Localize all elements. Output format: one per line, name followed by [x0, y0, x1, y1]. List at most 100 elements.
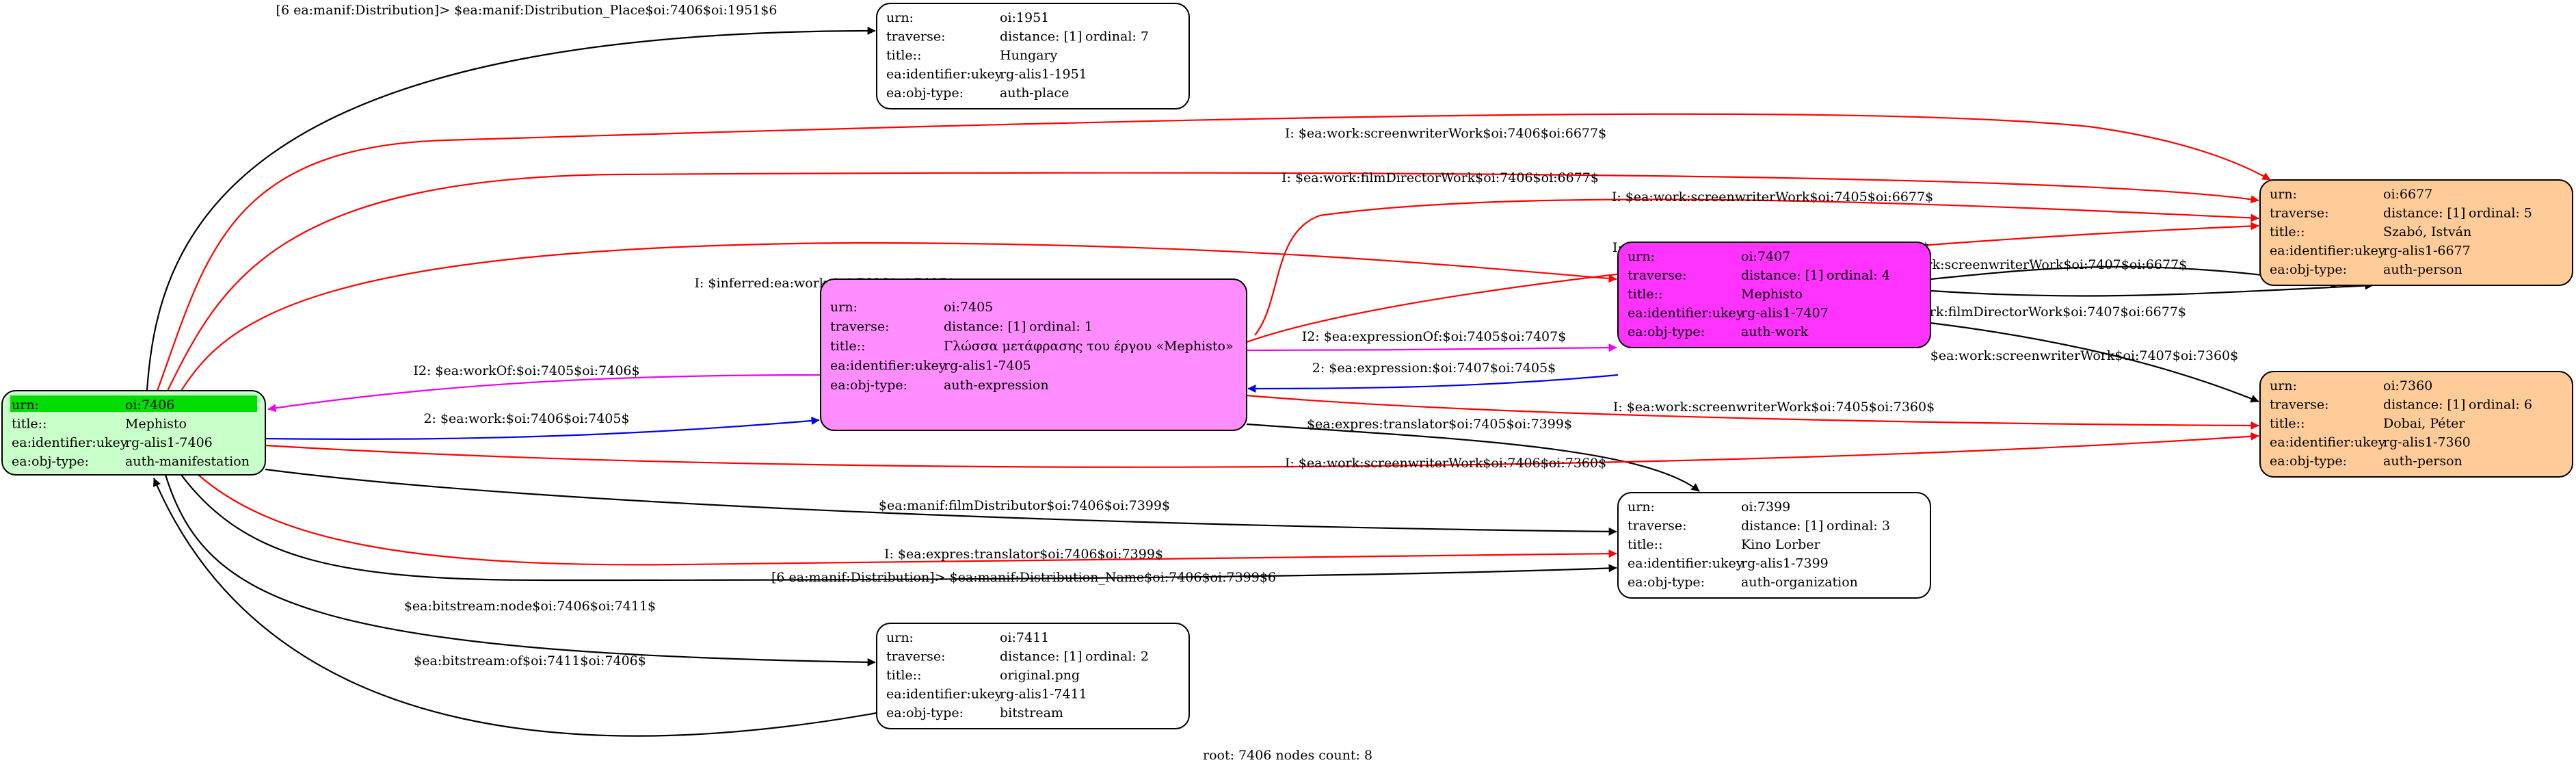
node-field-key: ea:identifier:ukey [2270, 435, 2386, 450]
node-field-value: rg-alis1-7411 [1000, 687, 1087, 702]
node-box [876, 3, 1190, 109]
node-field-key: title:: [1628, 287, 1662, 302]
edge-e-inferred-work [181, 242, 1617, 391]
edge-label: $ea:work:screenwriterWork$oi:7407$oi:667… [1879, 257, 2187, 272]
edge-e-screenwriter-7406-6677 [156, 113, 2271, 391]
edge-e-bitstream-of [152, 478, 877, 737]
node-field-key: title:: [886, 48, 921, 63]
node-box [1617, 492, 1931, 599]
edge-e-filmdirector-7406-6677 [167, 172, 2259, 391]
node-field-key: ea:obj-type: [1628, 575, 1705, 590]
node-field-value: oi:7399 [1741, 499, 1790, 515]
node-field-key: urn: [12, 398, 39, 413]
node-field-key: urn: [1628, 499, 1655, 515]
edge-label: $ea:bitstream:of$oi:7411$oi:7406$ [414, 653, 646, 668]
node-field-value: rg-alis1-7405 [944, 359, 1031, 374]
edge-label: [6 ea:manif:Distribution]> $ea:manif:Dis… [276, 3, 778, 18]
edge-e-expressionof [1246, 343, 1617, 352]
node-field-value: oi:7405 [944, 300, 993, 315]
edge-e-screenwriter-7406-7360 [265, 432, 2259, 468]
node-field-value: ordinal: 5 [2469, 206, 2532, 221]
node-field-value: ordinal: 1 [1029, 320, 1093, 335]
node-field-key: traverse: [2270, 206, 2329, 221]
node-field-value: Dobai, Péter [2383, 416, 2465, 431]
edge-e-translator-7405-7399 [1246, 423, 1700, 492]
edge-e-bitstream-node [164, 474, 876, 666]
edge-label: I: $ea:work:screenwriterWork$oi:7405$oi:… [1613, 400, 1935, 415]
node-field-value: oi:7360 [2383, 378, 2432, 393]
node-box [820, 278, 1247, 431]
node-field-value: rg-alis1-7407 [1741, 306, 1829, 321]
edge-e-screenwriter-7405-7360 [1246, 394, 2259, 430]
node-field-key: ea:identifier:ukey [2270, 244, 2386, 259]
node-field-key: ea:identifier:ukey [830, 359, 946, 374]
edge-e-screenwriter-7405-6677 [1254, 198, 2259, 336]
node-field-value: distance: [1] [2383, 206, 2465, 221]
node-field-value: rg-alis1-7360 [2383, 435, 2471, 450]
edge-label: I: $ea:expres:translator$oi:7406$oi:7399… [884, 547, 1163, 562]
node-field-key: urn: [886, 10, 914, 25]
node-field-key: ea:identifier:ukey [1628, 556, 1744, 571]
edge-label: $ea:manif:filmDistributor$oi:7406$oi:739… [879, 498, 1170, 513]
node-box [2259, 179, 2573, 286]
edge-label: I: $ea:work:screenwriterWork$oi:7406$oi:… [1285, 126, 1606, 141]
node-field-key: traverse: [886, 29, 946, 44]
node-field-value: Mephisto [1741, 287, 1803, 302]
edge-label: I: $ea:work:screenwriterWork$oi:7406$oi:… [1285, 456, 1606, 471]
node-field-key: title:: [12, 417, 47, 432]
node-field-value: oi:7407 [1741, 249, 1790, 264]
edge-e-work-7406-7405 [265, 416, 820, 440]
node-field-value: distance: [1] [1000, 29, 1082, 44]
node-field-value: distance: [1] [2383, 398, 2465, 413]
edge-label: 2: $ea:expression:$oi:7407$oi:7405$ [1312, 361, 1556, 376]
node-field-value: rg-alis1-7406 [125, 435, 213, 450]
node-field-key: ea:identifier:ukey [886, 687, 1002, 702]
node-field-key: ea:identifier:ukey [12, 435, 128, 450]
node-field-value: ordinal: 4 [1827, 268, 1890, 283]
root-highlight [10, 395, 257, 412]
node-field-key: title:: [2270, 224, 2305, 239]
node-field-value: auth-organization [1741, 575, 1858, 590]
node-field-key: ea:obj-type: [12, 454, 89, 469]
node-field-key: ea:obj-type: [2270, 262, 2347, 277]
node-field-key: traverse: [2270, 398, 2329, 413]
node-field-value: auth-work [1741, 324, 1809, 339]
node-field-key: traverse: [1628, 268, 1687, 283]
node-field-value: oi:6677 [2383, 187, 2432, 202]
node-field-value: original.png [1000, 668, 1080, 683]
edge-label: I2: $ea:workOf:$oi:7405$oi:7406$ [413, 363, 639, 378]
node-field-key: title:: [1628, 537, 1662, 552]
edge-label: [6 ea:manif:Distribution]> $ea:manif:Dis… [771, 570, 1276, 585]
node-field-key: ea:obj-type: [1628, 324, 1705, 339]
edge-e-distribution-place [146, 27, 876, 391]
node-field-value: auth-expression [944, 378, 1049, 393]
node-field-key: urn: [886, 630, 914, 645]
edge-e-distribution-name [181, 474, 1617, 582]
nodes-layer: urn:oi:7406title::Mephistoea:identifier:… [1, 3, 2573, 729]
edge-label: 2: $ea:work:$oi:7406$oi:7405$ [423, 411, 629, 426]
node-field-value: oi:7411 [1000, 630, 1049, 645]
node-field-value: auth-place [1000, 86, 1069, 101]
node-field-value: Mephisto [125, 417, 187, 432]
node-n7406[interactable]: urn:oi:7406title::Mephistoea:identifier:… [1, 390, 266, 476]
node-field-value: bitstream [1000, 705, 1063, 720]
node-field-key: ea:identifier:ukey [886, 67, 1002, 82]
edge-label: $ea:work:screenwriterWork$oi:7407$oi:736… [1930, 348, 2238, 363]
node-field-key: title:: [2270, 416, 2305, 431]
edge-label: I: $ea:work:screenwriterWork$oi:7405$oi:… [1612, 190, 1933, 205]
node-field-value: oi:1951 [1000, 10, 1049, 25]
node-box [1617, 242, 1931, 348]
node-field-value: ordinal: 6 [2469, 398, 2532, 413]
edge-e-expression-7407-7405 [1247, 374, 1619, 393]
node-field-value: distance: [1] [1741, 519, 1823, 534]
node-field-key: traverse: [830, 320, 890, 335]
edge-labels-layer: [6 ea:manif:Distribution]> $ea:manif:Dis… [276, 3, 2239, 668]
